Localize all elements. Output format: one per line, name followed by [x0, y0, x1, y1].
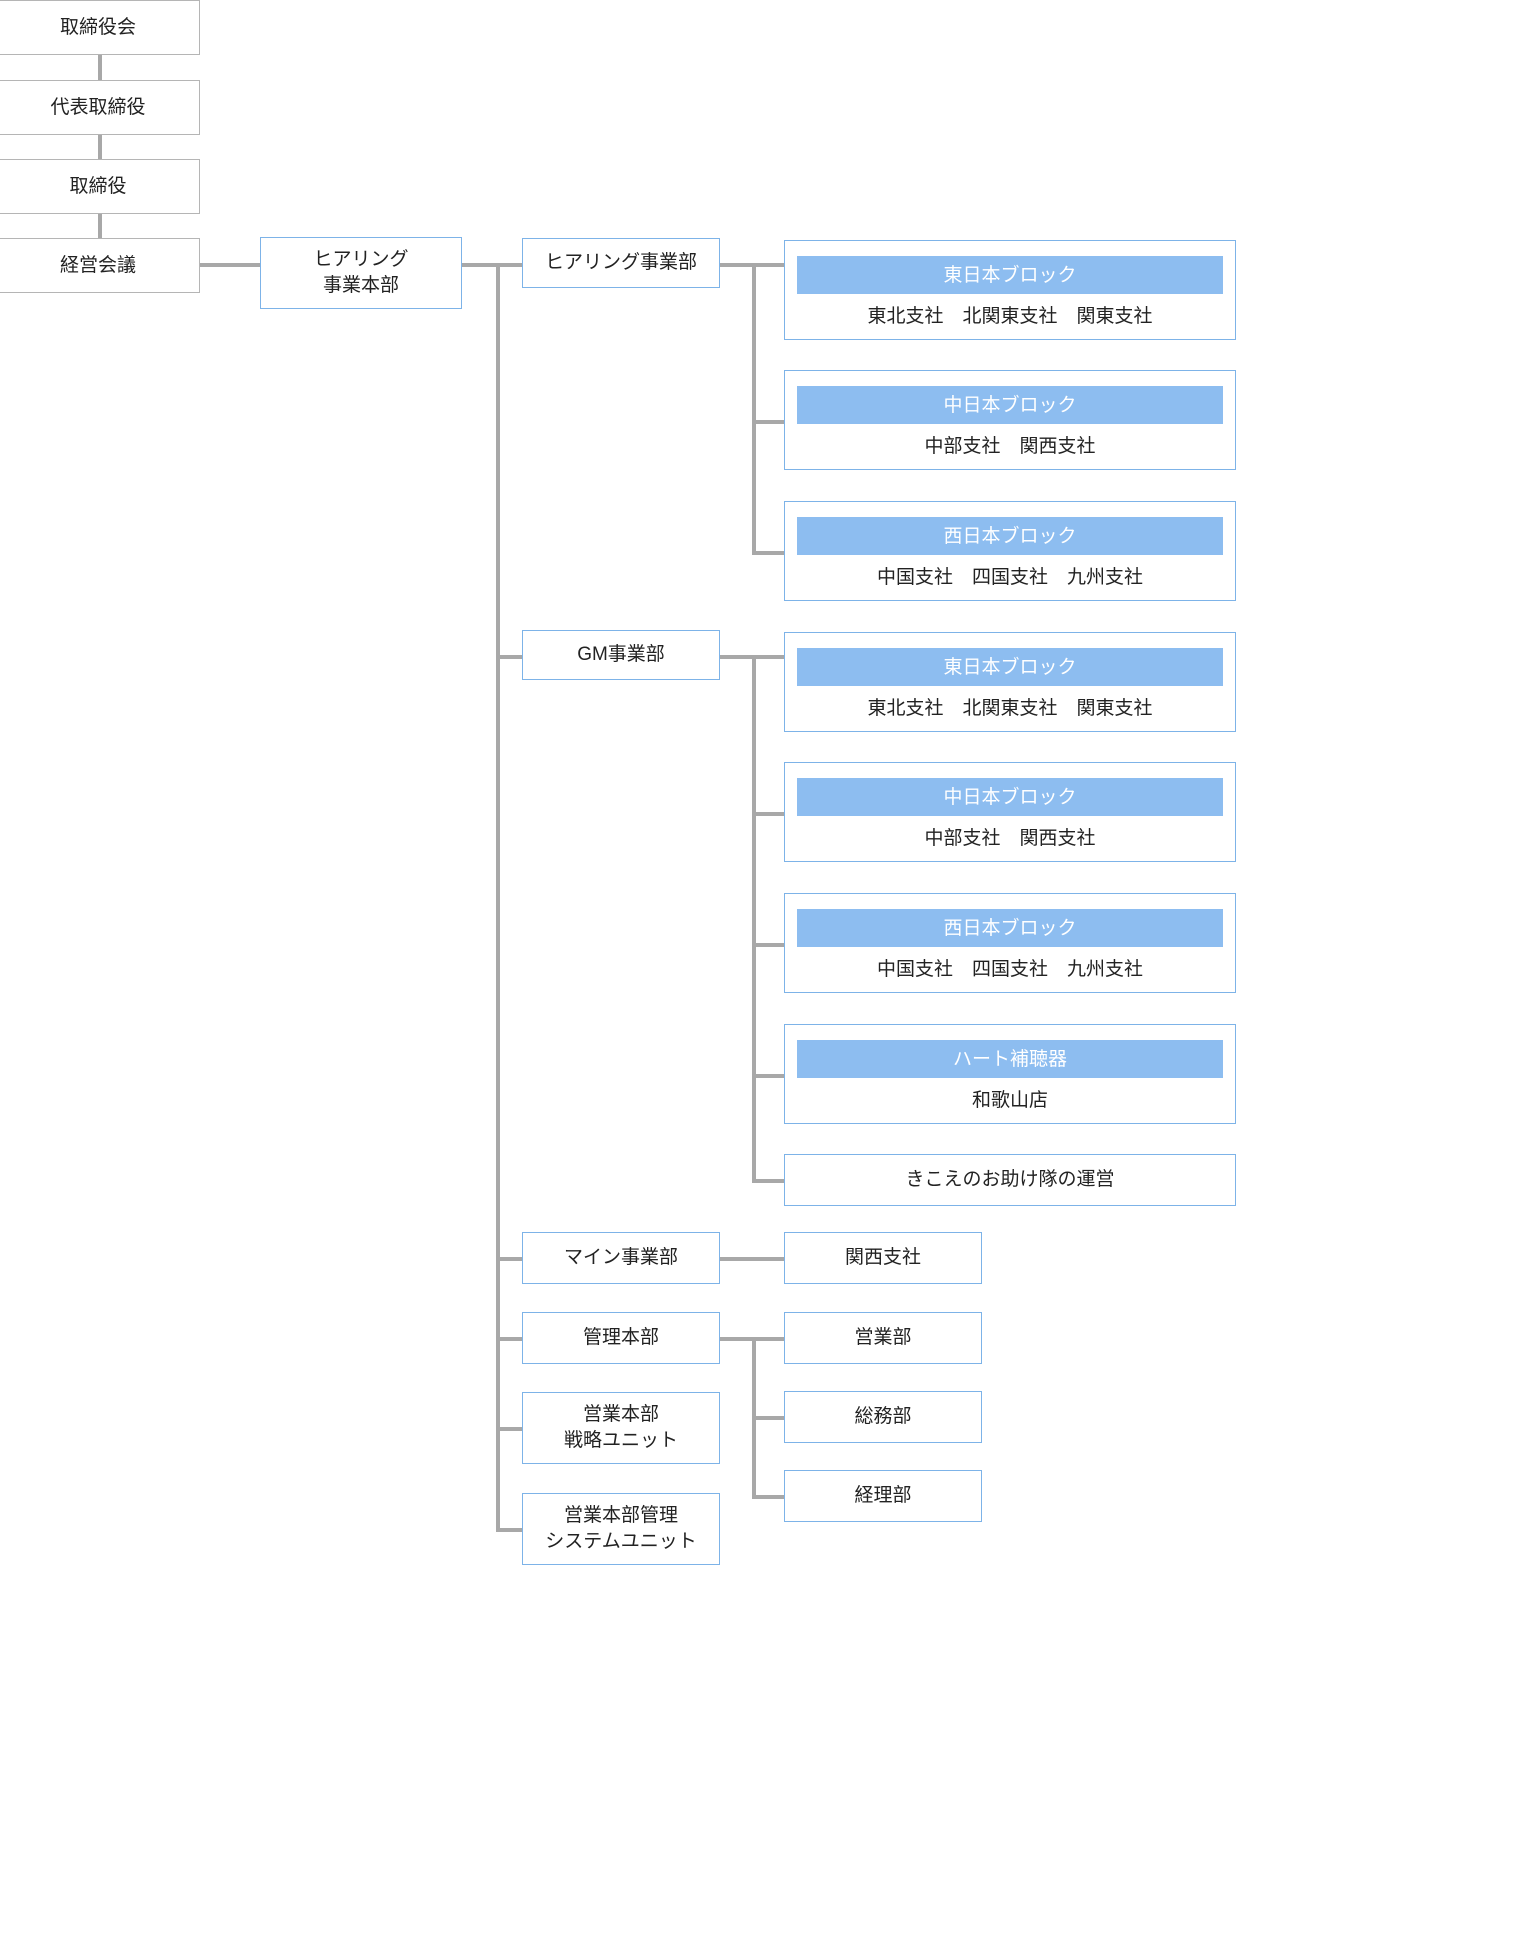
connector-spine-to-hearing-div	[496, 263, 522, 267]
spine-gm-blocks	[752, 655, 756, 1179]
block-card-body: 和歌山店	[971, 1090, 1048, 1111]
block-card-header: 西日本ブロック	[797, 909, 1223, 947]
connector-hearing-block-1	[752, 263, 784, 267]
division-box-eigyo-system: 営業本部管理 システムユニット	[522, 1493, 720, 1565]
connector-spine-to-main-div	[496, 1257, 522, 1261]
block-card-header: 中日本ブロック	[797, 386, 1223, 424]
division-label: マイン事業部	[563, 1247, 678, 1269]
block-card-header: 中日本ブロック	[797, 778, 1223, 816]
main-child-box-kansai: 関西支社	[784, 1232, 982, 1284]
connector-spine-to-eigyo-system	[496, 1528, 522, 1532]
exec-box-torishimariyakukai: 取締役会	[0, 0, 200, 55]
exec-label: 取締役会	[59, 16, 136, 38]
block-card-higashinihon-gm: 東日本ブロック 東北支社 北関東支社 関東支社	[784, 632, 1236, 732]
kanri-child-box-eigyobu: 営業部	[784, 1312, 982, 1364]
kanri-child-label: 営業部	[854, 1327, 912, 1349]
connector-gm-block-4	[752, 1074, 784, 1078]
division-box-kanri: 管理本部	[522, 1312, 720, 1364]
exec-box-torishimariyaku: 取締役	[0, 159, 200, 214]
block-card-body: 中部支社 関西支社	[924, 436, 1096, 457]
block-card-body: 中国支社 四国支社 九州支社	[876, 959, 1143, 980]
block-card-nakanihon-gm: 中日本ブロック 中部支社 関西支社	[784, 762, 1236, 862]
connector-kanri-child-2	[752, 1416, 784, 1420]
exec-box-daihyo-torishimariyaku: 代表取締役	[0, 80, 200, 135]
connector-gm-block-1	[752, 655, 784, 659]
connector-exec-2	[98, 135, 102, 159]
kanri-child-label: 総務部	[854, 1406, 912, 1428]
block-card-header: 東日本ブロック	[797, 256, 1223, 294]
gm-extra-box-kikoe-otasuketai: きこえのお助け隊の運営	[784, 1154, 1236, 1206]
block-card-body: 東北支社 北関東支社 関東支社	[867, 698, 1153, 719]
spine-hearing-blocks	[752, 263, 756, 551]
division-box-gm: GM事業部	[522, 630, 720, 680]
connector-main-to-child	[720, 1257, 784, 1261]
kanri-child-box-keiribu: 経理部	[784, 1470, 982, 1522]
division-box-eigyo-strategy: 営業本部 戦略ユニット	[522, 1392, 720, 1464]
gm-extra-label: きこえのお助け隊の運営	[905, 1169, 1115, 1191]
connector-hearing-out	[720, 263, 756, 267]
block-card-heart-hochoki: ハート補聴器 和歌山店	[784, 1024, 1236, 1124]
block-card-nishinihon-gm: 西日本ブロック 中国支社 四国支社 九州支社	[784, 893, 1236, 993]
connector-gm-extra	[752, 1179, 784, 1183]
connector-gm-block-2	[752, 812, 784, 816]
connector-kanri-child-3	[752, 1495, 784, 1499]
connector-exec-3	[98, 214, 102, 238]
block-card-higashinihon-hearing: 東日本ブロック 東北支社 北関東支社 関東支社	[784, 240, 1236, 340]
main-child-label: 関西支社	[844, 1247, 921, 1269]
block-card-header: 西日本ブロック	[797, 517, 1223, 555]
block-card-header: 東日本ブロック	[797, 648, 1223, 686]
connector-spine-to-eigyo-strategy	[496, 1427, 522, 1431]
connector-spine-to-gm-div	[496, 655, 522, 659]
connector-hearing-block-2	[752, 420, 784, 424]
block-card-nishinihon-hearing: 西日本ブロック 中国支社 四国支社 九州支社	[784, 501, 1236, 601]
block-card-body: 中部支社 関西支社	[924, 828, 1096, 849]
connector-kanri-out	[720, 1337, 756, 1341]
division-box-hearing: ヒアリング事業部	[522, 238, 720, 288]
division-label: GM事業部	[577, 644, 665, 666]
connector-spine-to-kanri-div	[496, 1337, 522, 1341]
kanri-child-box-somubu: 総務部	[784, 1391, 982, 1443]
spine-divisions	[496, 263, 500, 1528]
division-label: ヒアリング事業部	[544, 252, 697, 274]
division-box-main: マイン事業部	[522, 1232, 720, 1284]
connector-gm-out	[720, 655, 756, 659]
connector-exec-1	[98, 55, 102, 80]
connector-exec-to-hq	[200, 263, 260, 267]
kanri-child-label: 経理部	[854, 1485, 912, 1507]
exec-box-keiei-kaigi: 経営会議	[0, 238, 200, 293]
connector-hq-to-spine	[462, 263, 500, 267]
exec-label: 経営会議	[59, 254, 136, 276]
block-card-body: 東北支社 北関東支社 関東支社	[867, 306, 1153, 327]
block-card-header: ハート補聴器	[797, 1040, 1223, 1078]
block-card-nakanihon-hearing: 中日本ブロック 中部支社 関西支社	[784, 370, 1236, 470]
connector-hearing-block-3	[752, 551, 784, 555]
division-label: 営業本部 戦略ユニット	[563, 1404, 678, 1451]
division-label: 営業本部管理 システムユニット	[545, 1505, 697, 1552]
exec-label: 取締役	[69, 175, 127, 197]
division-label: 管理本部	[582, 1327, 659, 1349]
hq-label: ヒアリング 事業本部	[313, 249, 409, 296]
hq-box-hearing-honbu: ヒアリング 事業本部	[260, 237, 462, 309]
block-card-body: 中国支社 四国支社 九州支社	[876, 567, 1143, 588]
connector-gm-block-3	[752, 943, 784, 947]
exec-label: 代表取締役	[50, 96, 146, 118]
connector-kanri-child-1	[752, 1337, 784, 1341]
